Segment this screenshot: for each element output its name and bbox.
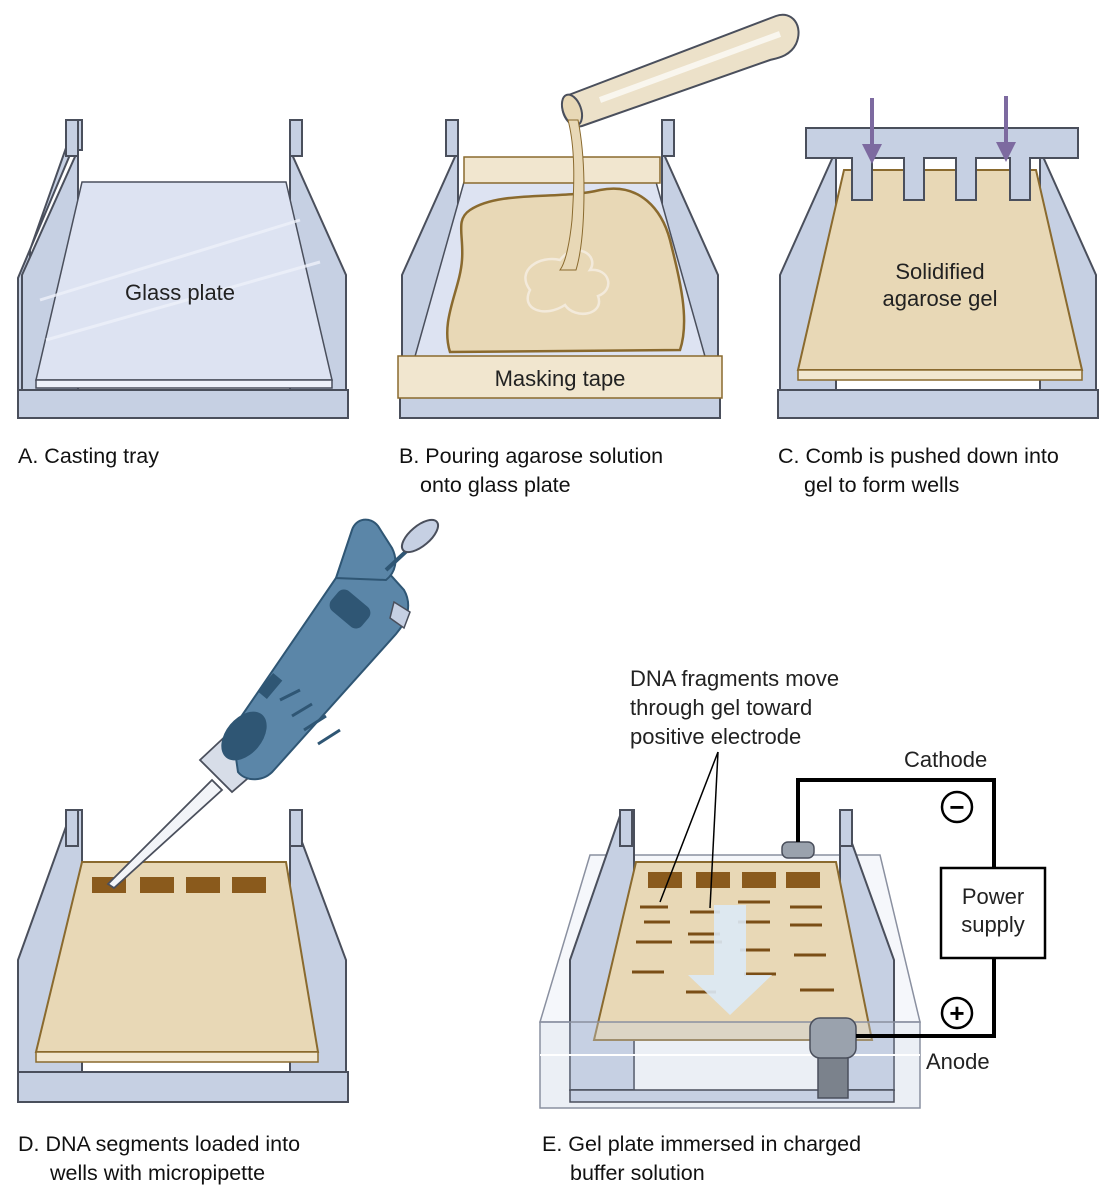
tray-a-base (17, 389, 349, 419)
power-supply-line1: Power (962, 884, 1024, 909)
tray-b-base (399, 395, 721, 419)
panel-b-pouring: Masking tape (397, 13, 800, 419)
caption-d-line2: wells with micropipette (49, 1161, 265, 1185)
arrow-right-head (996, 142, 1016, 162)
panel-c-comb: Solidified agarose gel (777, 96, 1099, 419)
tray-c-base (777, 389, 1099, 419)
gel-label-line1: Solidified (895, 259, 984, 284)
panel-a-casting-tray: Glass plate (17, 119, 349, 419)
minus-terminal (940, 790, 974, 824)
panel-d-loading (17, 518, 440, 1103)
masking-tape (397, 355, 723, 399)
well-d-3 (186, 877, 220, 893)
caption-b-line1: B. Pouring agarose solution (399, 444, 663, 468)
caption-e-line1: E. Gel plate immersed in charged (542, 1132, 861, 1156)
dna-label-line2: through gel toward (630, 695, 812, 720)
pipette-tip (106, 778, 224, 890)
anode-label: Anode (926, 1049, 990, 1074)
cathode-label: Cathode (904, 747, 987, 772)
migration-arrow (688, 905, 772, 1015)
plus-terminal (940, 996, 974, 1030)
masking-tape-label: Masking tape (495, 366, 626, 391)
well-d-2 (140, 877, 174, 893)
plus-symbol: + (949, 998, 964, 1028)
anode-wire (856, 958, 996, 1038)
plunger-cap (400, 518, 440, 554)
anode-electrode (809, 1017, 857, 1099)
cathode-wire (796, 778, 996, 868)
minus-symbol: − (949, 792, 964, 822)
well-e-3 (742, 872, 776, 888)
tray-d-base (17, 1071, 349, 1103)
well-e-4 (786, 872, 820, 888)
agarose-stream (559, 119, 585, 271)
glass-plate-label: Glass plate (125, 280, 235, 305)
micropipette (106, 518, 440, 890)
power-supply-line2: supply (961, 912, 1025, 937)
caption-c-line1: C. Comb is pushed down into (778, 444, 1059, 468)
pointer-line-2 (709, 751, 719, 909)
power-supply (939, 866, 1047, 960)
arrow-left-head (862, 144, 882, 164)
caption-b-line2: onto glass plate (420, 473, 571, 497)
well-e-2 (696, 872, 730, 888)
top-masking-tape (463, 156, 661, 184)
gel-d (34, 861, 320, 1053)
well-d-4 (232, 877, 266, 893)
caption-a: A. Casting tray (18, 444, 159, 468)
caption-c-line2: gel to form wells (804, 473, 959, 497)
cathode-electrode (781, 841, 815, 859)
panel-e-electrophoresis: Power supply − + Cathode Anode DNA fragm… (538, 666, 1047, 1109)
well-e-1 (648, 872, 682, 888)
caption-d-line1: D. DNA segments loaded into (18, 1132, 300, 1156)
pointer-line-1 (659, 751, 719, 903)
gel-label-line2: agarose gel (883, 286, 998, 311)
dna-label-line3: positive electrode (630, 724, 801, 749)
dna-label-line1: DNA fragments move (630, 666, 839, 691)
caption-e-line2: buffer solution (570, 1161, 705, 1185)
